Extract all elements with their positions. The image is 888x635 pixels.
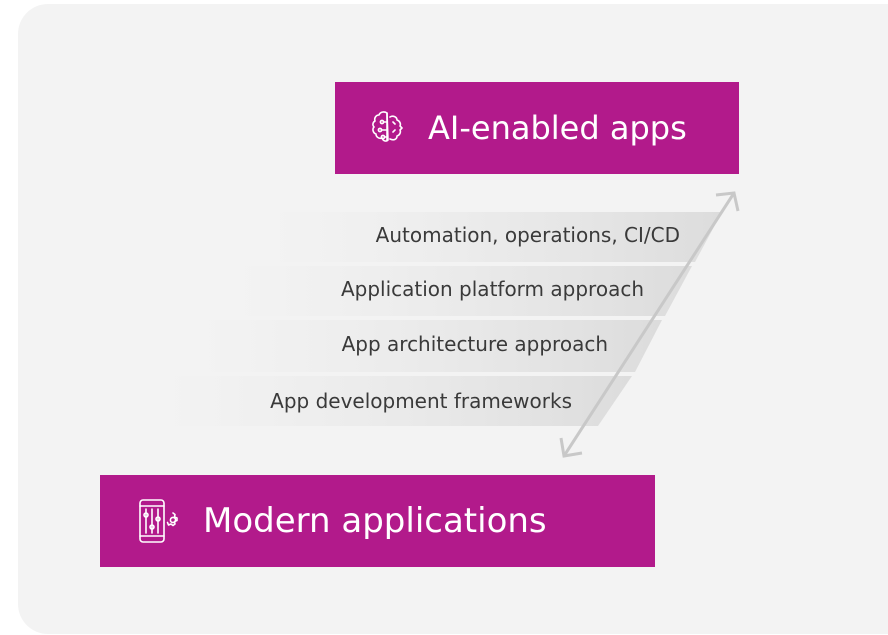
- mobile-sliders-gear-icon: [139, 499, 178, 543]
- brain-circuit-icon: [372, 111, 403, 142]
- ai-enabled-apps-label: AI-enabled apps: [428, 109, 687, 147]
- diagonal-arrow-line: [562, 192, 736, 457]
- step-band-3: [200, 320, 662, 372]
- arrow-head-bottom: [559, 437, 583, 458]
- step-band-2: [235, 266, 692, 316]
- arrow-head-top: [715, 191, 740, 212]
- ai-enabled-apps-box: AI-enabled apps: [335, 82, 739, 174]
- step-band-1: [270, 212, 722, 262]
- step-label-2: Application platform approach: [340, 277, 644, 301]
- step-band-4: [165, 376, 632, 426]
- step-label-1: Automation, operations, CI/CD: [375, 223, 680, 247]
- modern-applications-box: Modern applications: [100, 475, 655, 567]
- step-label-3: App architecture approach: [341, 332, 608, 356]
- step-label-4: App development frameworks: [270, 389, 572, 413]
- modern-applications-label: Modern applications: [203, 501, 547, 541]
